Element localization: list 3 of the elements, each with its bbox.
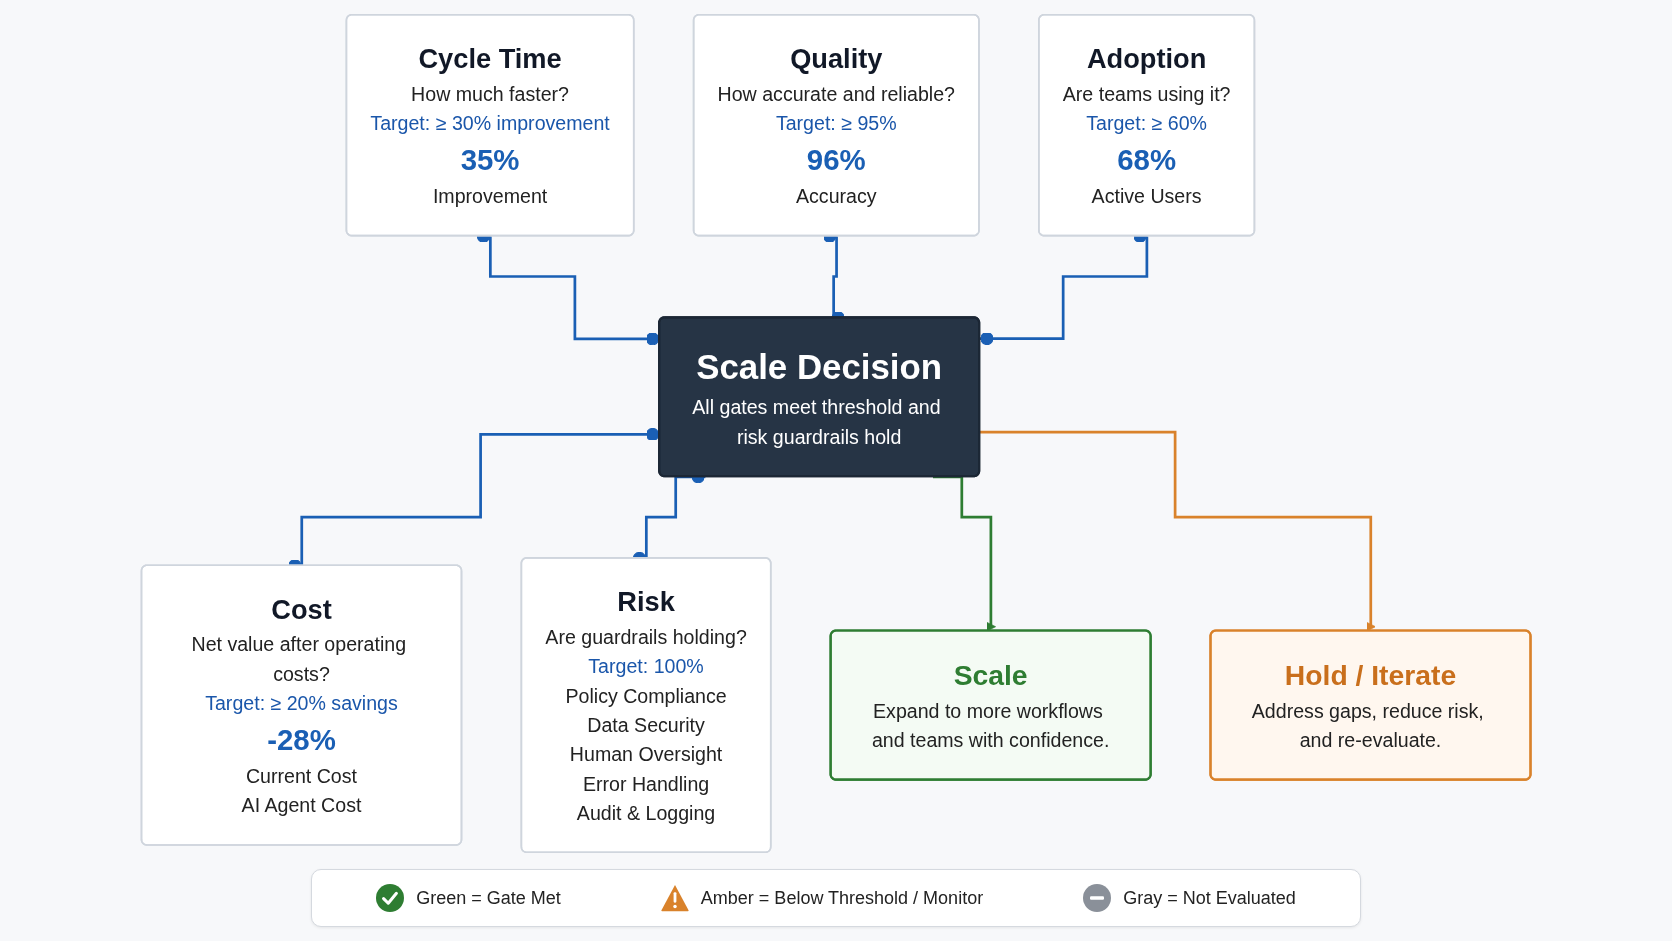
legend-label: Amber = Below Threshold / Monitor — [700, 887, 984, 909]
legend-label: Green = Gate Met — [416, 887, 561, 909]
legend-label: Gray = Not Evaluated — [1123, 887, 1296, 909]
